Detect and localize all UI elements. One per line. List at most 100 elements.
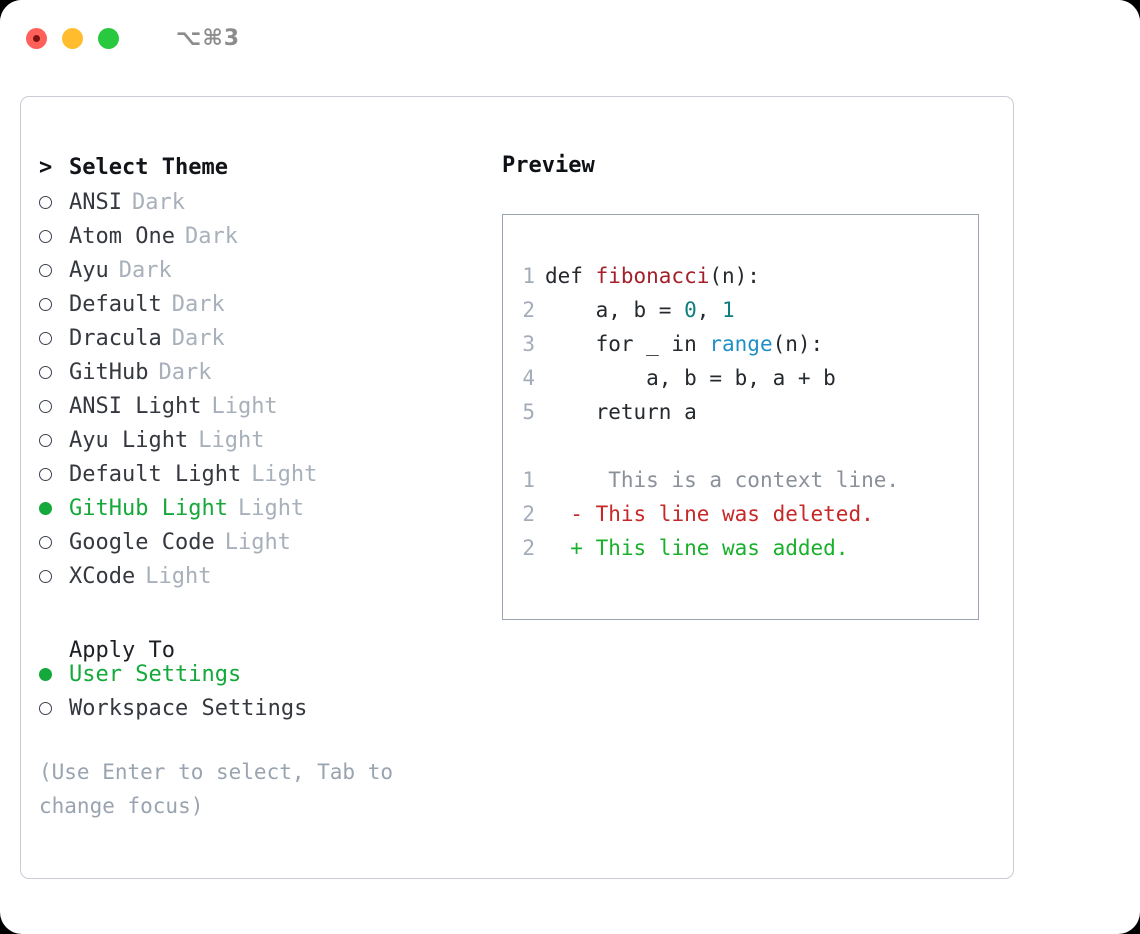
apply-to-label: User Settings [69,662,242,687]
diff-marker [545,463,583,497]
code-token: (n): [772,332,824,356]
theme-label: Default Light [69,462,242,487]
radio-unselected-icon[interactable] [39,536,52,549]
page-title: Select Theme [69,155,228,180]
code-token: a, b = b, a + b [545,366,836,390]
radio-gutter [39,691,69,725]
diff-line: 1 This is a context line. [503,463,978,497]
close-button[interactable] [26,27,47,49]
code-line: 3 for _ in range(n): [503,327,978,361]
line-number: 5 [522,400,535,424]
radio-unselected-icon[interactable] [39,196,52,209]
radio-unselected-icon[interactable] [39,332,52,345]
radio-unselected-icon[interactable] [39,298,52,311]
code-line: 4 a, b = b, a + b [503,361,978,395]
radio-unselected-icon[interactable] [39,468,52,481]
diff-marker: - [545,502,583,526]
diff-sample: 1 This is a context line.2 - This line w… [503,463,978,565]
radio-selected-icon[interactable] [39,668,52,681]
radio-gutter [39,355,69,389]
radio-gutter [39,559,69,593]
diff-text: This is a context line. [582,468,900,492]
radio-gutter [39,219,69,253]
line-number: 1 [522,264,535,288]
theme-label: Ayu Light [69,428,189,453]
diff-line-number: 2 [522,536,535,560]
theme-item[interactable]: ANSI Dark [39,185,479,219]
radio-gutter [39,491,69,525]
theme-variant-badge: Light [224,530,291,555]
radio-gutter [39,457,69,491]
diff-marker: + [545,536,583,560]
radio-gutter [39,423,69,457]
diff-text: This line was deleted. [582,502,874,526]
apply-to-item[interactable]: User Settings [39,657,479,691]
apply-to-label: Workspace Settings [69,696,308,721]
theme-label: GitHub [69,360,149,385]
diff-line-number: 1 [522,468,535,492]
code-line: 5 return a [503,395,978,429]
code-text: return a [545,395,697,429]
theme-variant-badge: Dark [171,326,225,351]
code-token: def [545,264,596,288]
prompt-marker: > [39,155,53,180]
zoom-button[interactable] [98,27,119,49]
radio-gutter [39,657,69,691]
line-number: 4 [522,366,535,390]
theme-item[interactable]: Dracula Dark [39,321,479,355]
radio-unselected-icon[interactable] [39,570,52,583]
diff-line-number: 2 [522,502,535,526]
code-text: a, b = b, a + b [545,361,836,395]
theme-label: ANSI [69,190,122,215]
radio-selected-icon[interactable] [39,502,52,515]
line-number: 2 [522,298,535,322]
radio-unselected-icon[interactable] [39,400,52,413]
code-text: a, b = 0, 1 [545,293,735,327]
code-token: return a [545,400,697,424]
select-theme-header: > Select Theme [39,151,479,185]
apply-to-header: Apply To [39,623,479,663]
radio-gutter [39,287,69,321]
prompt-gutter: > [39,151,69,185]
theme-label: Dracula [69,326,162,351]
window-titlebar: ⌥⌘3 [0,0,1140,76]
radio-unselected-icon[interactable] [39,366,52,379]
theme-label: ANSI Light [69,394,202,419]
code-text: def fibonacci(n): [545,259,760,293]
code-line: 2 a, b = 0, 1 [503,293,978,327]
theme-item[interactable]: XCode Light [39,559,479,593]
diff-line: 2 - This line was deleted. [503,497,978,531]
theme-variant-badge: Dark [118,258,172,283]
theme-variant-badge: Light [145,564,212,589]
theme-variant-badge: Dark [171,292,225,317]
apply-to-item[interactable]: Workspace Settings [39,691,479,725]
theme-label: XCode [69,564,136,589]
code-token: 0 [684,298,697,322]
code-token: a, b = [545,298,685,322]
theme-label: Atom One [69,224,175,249]
radio-gutter [39,185,69,219]
apply-to-title: Apply To [69,638,175,663]
radio-unselected-icon[interactable] [39,230,52,243]
theme-variant-badge: Dark [131,190,185,215]
radio-unselected-icon[interactable] [39,434,52,447]
radio-unselected-icon[interactable] [39,702,52,715]
radio-unselected-icon[interactable] [39,264,52,277]
minimize-button[interactable] [62,27,83,49]
code-token: , [696,298,723,322]
